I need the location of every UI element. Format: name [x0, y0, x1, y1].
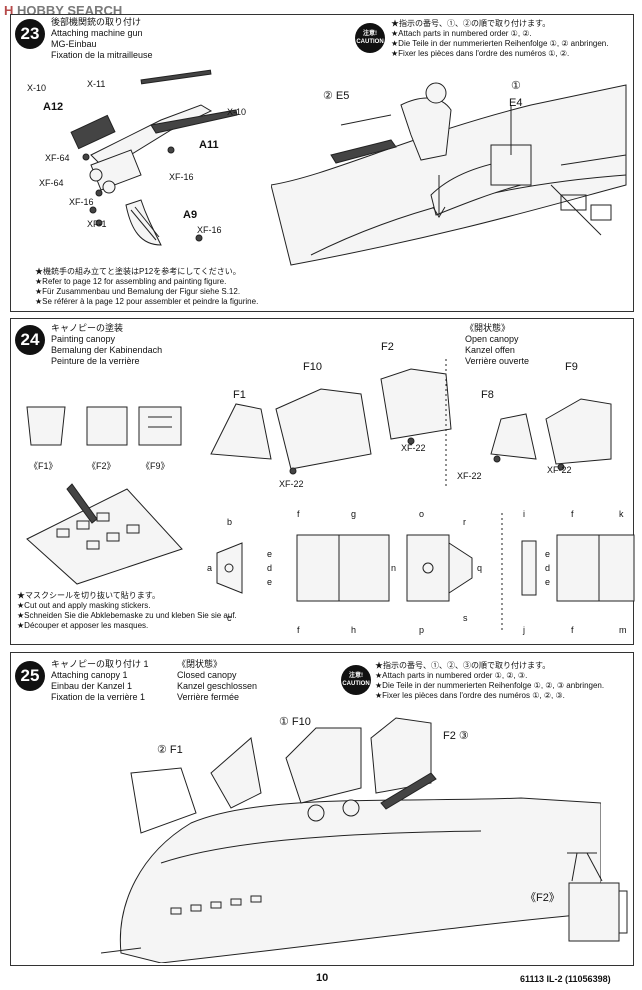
- mask-d: d: [267, 563, 273, 573]
- mask-sheet-illustration: [26, 483, 183, 585]
- f2-closed-thumbnail: [567, 852, 628, 942]
- mask-e-top: e: [267, 549, 273, 559]
- label-x11: X-11: [87, 79, 106, 89]
- paint-xf22-b: XF-22: [401, 443, 426, 453]
- label-x10: X-10: [27, 83, 47, 93]
- part-f1: F1: [233, 389, 246, 401]
- caution-badge: 注意!CAUTION: [341, 665, 371, 695]
- paint-xf22-a: XF-22: [279, 479, 304, 489]
- label-xf16-b: XF-16: [69, 197, 94, 207]
- part-f10: F10: [303, 361, 322, 373]
- label-e4: E4: [509, 97, 523, 109]
- mask-f-top: f: [297, 509, 300, 519]
- mask-q: q: [477, 563, 483, 573]
- label-a12: A12: [43, 101, 64, 113]
- mask-e-bottom: e: [267, 577, 273, 587]
- mask-a: a: [207, 563, 213, 573]
- mask-d-right: d: [545, 563, 551, 573]
- step-number: 24: [15, 325, 45, 355]
- label-f1: ② F1: [157, 744, 183, 756]
- label-e5: ② E5: [323, 90, 350, 102]
- label-f10: ① F10: [279, 716, 311, 728]
- mask-f-bottom: f: [297, 625, 300, 635]
- mask-f-right-top: f: [571, 509, 574, 519]
- mask-g: g: [351, 509, 357, 519]
- mask-m: m: [619, 625, 627, 635]
- canopy-thumbnails: [26, 406, 182, 446]
- masking-map-diagram: [216, 513, 635, 633]
- fuselage-gunner-diagram: [271, 82, 627, 266]
- label-xf1: XF-1: [87, 219, 107, 229]
- mask-h: h: [351, 625, 357, 635]
- label-e4-num: ①: [511, 80, 521, 92]
- mask-e-right-top: e: [545, 549, 551, 559]
- mask-j: j: [523, 625, 525, 635]
- paint-xf22-c: XF-22: [457, 471, 482, 481]
- mask-n: n: [391, 563, 397, 573]
- label-xf16: XF-16: [169, 172, 194, 182]
- mask-p: p: [419, 625, 425, 635]
- label-f2: F2 ③: [443, 730, 469, 742]
- masking-note: ★マスクシールを切り抜いて貼ります。★Cut out and apply mas…: [17, 591, 237, 630]
- thumb-f1: 《F1》: [29, 461, 58, 471]
- mask-s: s: [463, 613, 468, 623]
- mask-o: o: [419, 509, 425, 519]
- canopy-parts-diagram: [210, 359, 612, 489]
- label-xf16-c: XF-16: [197, 225, 222, 235]
- label-a9: A9: [183, 209, 198, 221]
- part-f9: F9: [565, 361, 578, 373]
- label-a11: A11: [199, 139, 219, 151]
- mask-e-right-bottom: e: [545, 577, 551, 587]
- label-xf64-b: XF-64: [39, 178, 64, 188]
- mask-i: i: [523, 509, 525, 519]
- machine-gun-diagram: [70, 69, 238, 246]
- mask-k: k: [619, 509, 624, 519]
- mask-c: c: [227, 613, 232, 623]
- product-code: 61113 IL-2 (11056398): [520, 974, 611, 984]
- thumb-f9: 《F9》: [141, 461, 170, 471]
- label-xf64: XF-64: [45, 153, 70, 163]
- caution-note: ★指示の番号、①、②の順で取り付けます。★Attach parts in num…: [391, 19, 609, 58]
- paint-xf22-d: XF-22: [547, 465, 572, 475]
- caution-badge: 注意!CAUTION: [355, 23, 385, 53]
- label-f2-thumb: 《F2》: [525, 892, 560, 904]
- aircraft-canopy-diagram: [101, 717, 601, 963]
- label-x10-right: X-10: [227, 107, 247, 117]
- step-number: 25: [15, 661, 45, 691]
- page-number: 10: [316, 972, 329, 984]
- mask-f-right-bottom: f: [571, 625, 574, 635]
- part-f8: F8: [481, 389, 494, 401]
- part-f2: F2: [381, 341, 394, 353]
- mask-r: r: [463, 517, 466, 527]
- thumb-f2: 《F2》: [87, 461, 116, 471]
- caution-note: ★指示の番号、①、②、③の順で取り付けます。★Attach parts in n…: [375, 661, 605, 700]
- step-number: 23: [15, 19, 45, 49]
- figure-reference-note: ★機銃手の組み立てと塗装はP12を参考にしてください。★Refer to pag…: [35, 267, 259, 306]
- mask-b: b: [227, 517, 233, 527]
